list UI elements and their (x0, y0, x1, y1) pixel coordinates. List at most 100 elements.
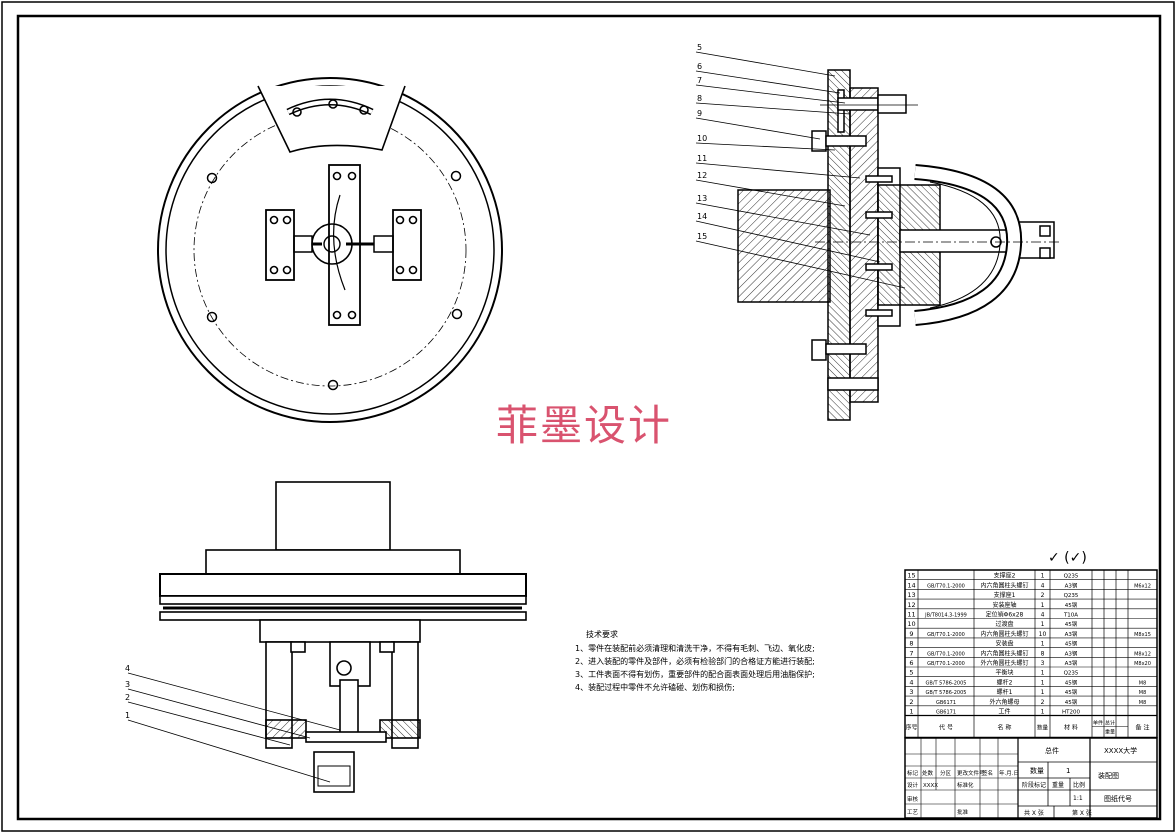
bom-code: GB/T70.1-2000 (927, 583, 965, 589)
bom-header-note: 备 注 (1136, 724, 1150, 732)
bom-code: GB/T70.1-2000 (927, 661, 965, 667)
bom-material: 45钢 (1065, 678, 1078, 686)
bom-note: M8x20 (1134, 661, 1151, 667)
scale-value: 1:1 (1073, 795, 1083, 802)
bom-material: 45钢 (1065, 601, 1078, 609)
leader-label: 9 (697, 109, 702, 118)
bom-material: A3钢 (1065, 630, 1078, 638)
bom-material: A3钢 (1065, 649, 1078, 657)
leader-label: 13 (697, 194, 707, 203)
bom-no: 13 (907, 591, 915, 599)
bom-qty: 1 (1041, 679, 1045, 686)
bom-no: 4 (909, 678, 913, 686)
leader-labels-bottom: 4 3 2 1 (125, 664, 130, 720)
leader-lines-bottom (127, 672, 341, 783)
bom-material: A3钢 (1065, 581, 1078, 589)
tech-req-title: 技术要求 (586, 629, 618, 639)
weight-label: 重量 (1052, 781, 1064, 789)
tech-req-item: 2、进入装配的零件及部件，必须有检验部门的合格证方能进行装配; (575, 656, 815, 666)
bom-code: GB6171 (936, 700, 956, 706)
marks-label: 标记 (907, 769, 919, 777)
bom-material: Q235 (1064, 671, 1079, 677)
bom-note: M8x12 (1134, 651, 1151, 657)
bom-header-total: 总计 (1105, 720, 1115, 727)
bom-code: JB/T8014.3-1999 (924, 613, 967, 619)
bom-material: T10A (1063, 613, 1078, 619)
leader-label: 14 (697, 212, 707, 221)
bom-material: Q235 (1064, 574, 1079, 580)
school-name: XXXX大学 (1104, 746, 1137, 755)
stage-label: 阶段标记 (1022, 781, 1046, 789)
bom-note: M6x12 (1134, 583, 1151, 589)
bom-name: 安装座轴 (992, 601, 1016, 609)
bom-material: 45钢 (1065, 640, 1078, 648)
leader-label: 3 (125, 680, 130, 689)
leader-label: 7 (697, 76, 702, 85)
bom-no: 12 (907, 601, 915, 609)
bom-material: 45钢 (1065, 688, 1078, 696)
design-name: XXXX (923, 783, 938, 789)
tech-req-item: 4、装配过程中零件不允许磕碰、划伤和损伤; (575, 682, 735, 692)
bom-code: GB/T 5786-2005 (926, 680, 967, 686)
bom-no: 15 (907, 572, 915, 580)
bom-header-weight: 重量 (1105, 729, 1115, 736)
bom-qty: 1 (1041, 689, 1045, 696)
sign-label: 签名 (982, 769, 993, 777)
count-label: 处数 (922, 769, 934, 777)
sheet-no: 第 X 张 (1072, 809, 1092, 817)
leader-label: 10 (697, 134, 707, 143)
bom-note: M8 (1139, 690, 1147, 696)
leader-label: 12 (697, 171, 707, 180)
technical-requirements: 技术要求 1、零件在装配前必须清理和清洗干净，不得有毛刺、飞边、氧化皮; 2、进… (575, 629, 815, 692)
bom-qty: 4 (1041, 612, 1045, 619)
plan-view (157, 77, 503, 423)
part-name: 总件 (1045, 746, 1059, 755)
leader-label: 15 (697, 232, 707, 241)
bom-header-code: 代 号 (939, 724, 953, 732)
bom-material: 45钢 (1065, 620, 1078, 628)
bom-name: 内六角圆柱头螺钉 (980, 581, 1028, 589)
bom-header-qty: 数量 (1037, 724, 1049, 732)
bom-code: GB/T 5786-2005 (926, 690, 967, 696)
qty-value: 1 (1066, 767, 1070, 775)
bom-qty: 2 (1041, 592, 1045, 599)
qty-label: 数量 (1030, 766, 1044, 775)
tech-req-item: 1、零件在装配前必须清理和清洗干净，不得有毛刺、飞边、氧化皮; (575, 643, 815, 653)
bom-qty: 1 (1041, 709, 1045, 716)
bom-no: 14 (907, 581, 915, 589)
bom-note: M8 (1139, 700, 1147, 706)
bom-no: 2 (909, 698, 913, 706)
leader-label: 2 (125, 693, 130, 702)
bom-name: 支撑座2 (994, 572, 1016, 580)
standard-label: 标准化 (957, 781, 974, 789)
bom-qty: 1 (1041, 602, 1045, 609)
bom-name: 螺杆1 (997, 688, 1013, 696)
bom-note: M8x15 (1134, 632, 1151, 638)
bom-note: M8 (1139, 680, 1147, 686)
bom-qty: 8 (1041, 650, 1045, 657)
bom-material: Q235 (1064, 593, 1079, 599)
bom-name: 内六角圆柱头螺钉 (980, 630, 1028, 638)
leader-label: 4 (125, 664, 130, 673)
bom-no: 10 (907, 620, 915, 628)
bom-name: 螺杆2 (997, 678, 1013, 686)
bom-no: 1 (909, 708, 913, 716)
date-label: 年.月.日 (999, 769, 1019, 777)
bom-name: 定位销Φ6x28 (986, 611, 1024, 619)
leader-label: 5 (697, 43, 702, 52)
zone-label: 分区 (940, 769, 952, 777)
approve-label: 批准 (957, 808, 969, 816)
inner-border (16, 14, 1162, 821)
bom-name: 内六角圆柱头螺钉 (980, 649, 1028, 657)
leader-label: 6 (697, 62, 702, 71)
bom-qty: 10 (1039, 631, 1047, 638)
leader-label: 1 (125, 711, 130, 720)
bom-code: GB/T70.1-2000 (927, 651, 965, 657)
bom-header-no: 序号 (905, 724, 917, 732)
change-label: 更改文件号 (957, 769, 985, 777)
drawing-title: 装配图 (1098, 771, 1119, 780)
watermark: 菲墨设计 (496, 401, 672, 450)
bom-no: 5 (909, 669, 913, 677)
